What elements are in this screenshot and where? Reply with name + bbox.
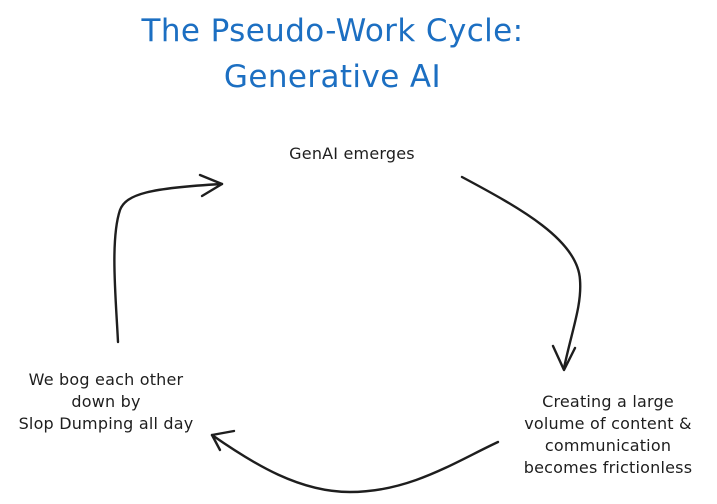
- title-line-2: Generative AI: [223, 59, 442, 95]
- arrow-top-to-right: [460, 175, 582, 372]
- node-slop-dumping: We bog each other down by Slop Dumping a…: [0, 369, 212, 435]
- node-right-line: volume of content &: [524, 414, 692, 433]
- node-frictionless-content: Creating a large volume of content & com…: [503, 391, 713, 479]
- node-top-line: GenAI emerges: [289, 144, 415, 163]
- arrow-right-to-left: [210, 429, 500, 494]
- node-genai-emerges: GenAI emerges: [262, 143, 442, 165]
- arrow-left-to-top: [113, 173, 224, 344]
- node-left-line: We bog each other: [28, 370, 184, 389]
- node-right-line: Creating a large: [542, 392, 674, 411]
- node-left-line: down by: [71, 392, 141, 411]
- node-left-line: Slop Dumping all day: [18, 414, 194, 433]
- node-right-line: becomes frictionless: [523, 458, 693, 477]
- node-right-line: communication: [544, 436, 672, 455]
- title-line-1: The Pseudo-Work Cycle:: [141, 13, 524, 49]
